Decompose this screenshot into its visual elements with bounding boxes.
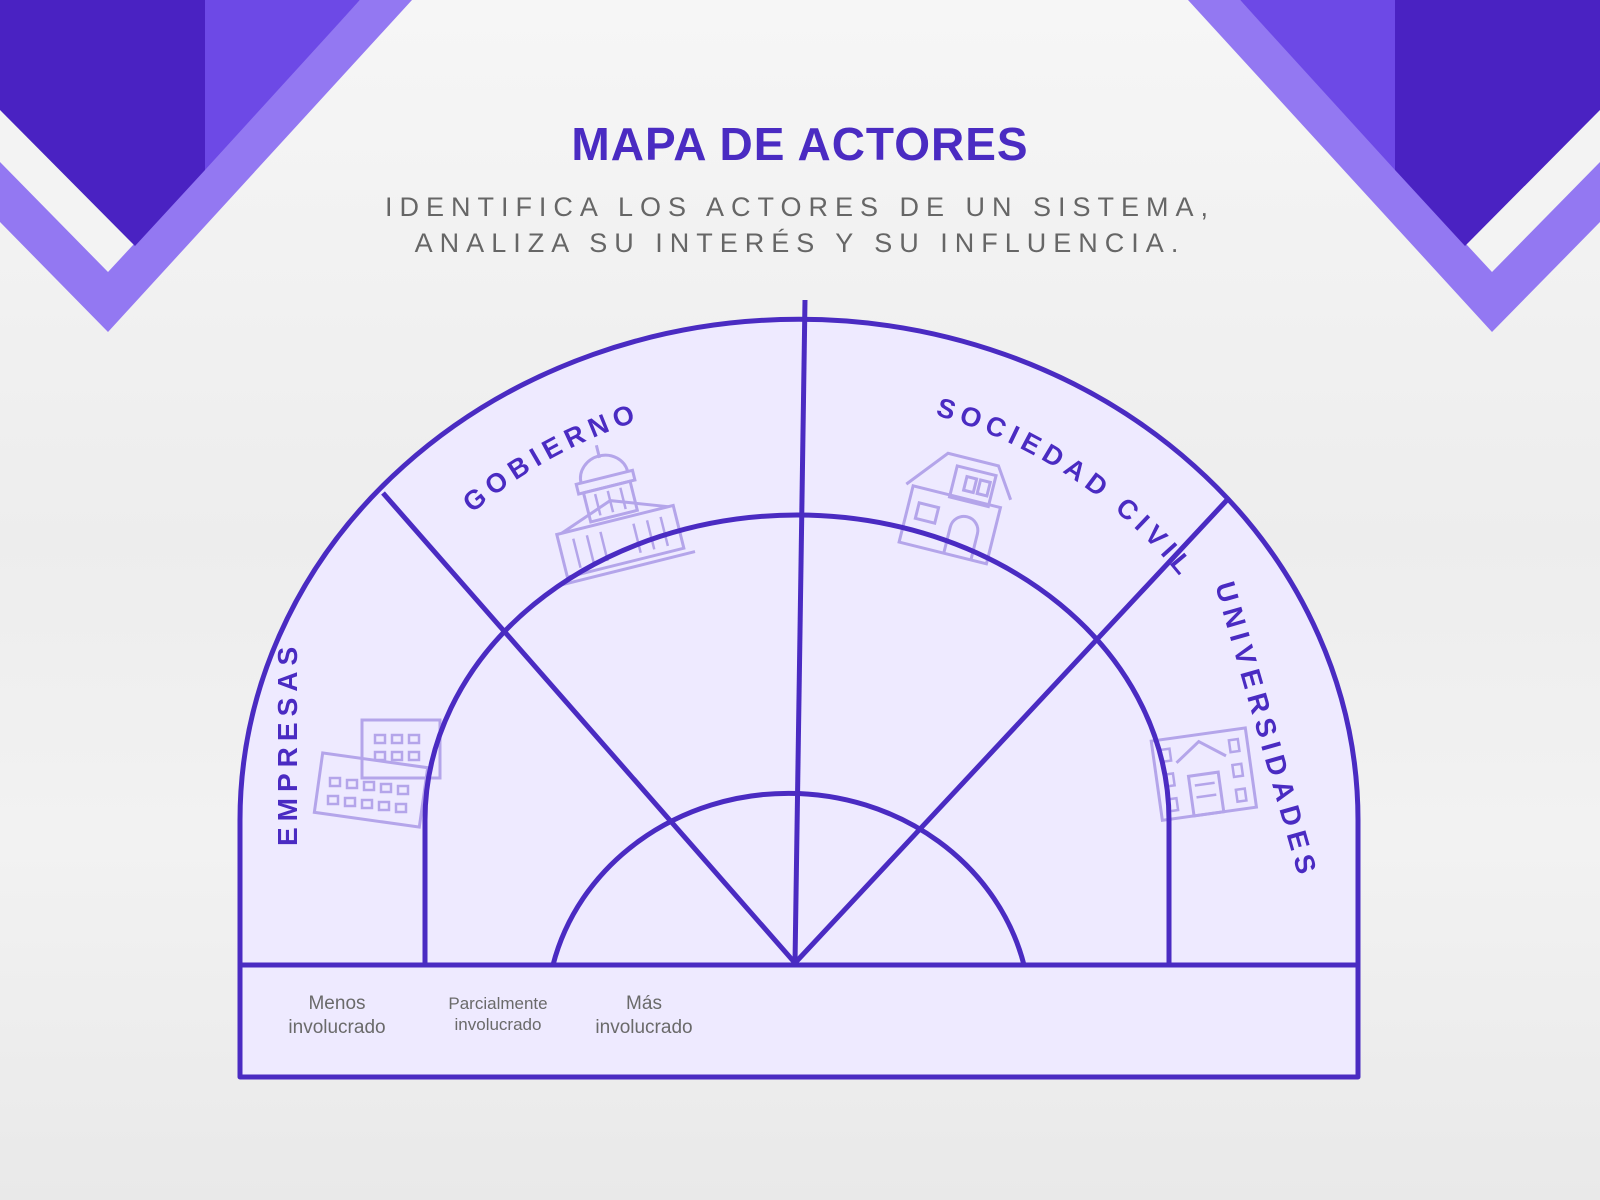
top-right-chevron: [1188, 0, 1600, 332]
house-icon: [897, 451, 1013, 566]
legend-label-outer: Menos involucrado: [262, 992, 412, 1040]
legend-outer-line-1: Menos: [308, 993, 366, 1014]
legend-label-middle: Parcialmente involucrado: [428, 993, 568, 1035]
divider-sociedad-universidades: [793, 498, 1229, 965]
legend-inner-line-1: Más: [626, 993, 662, 1014]
legend-band-fill: [240, 965, 1358, 1077]
page-title: MAPA DE ACTORES: [571, 118, 1029, 170]
subtitle-line-2: ANALIZA SU INTERÉS Y SU INFLUENCIA.: [414, 228, 1186, 258]
legend-inner-line-2: involucrado: [595, 1017, 693, 1038]
subtitle-line-1: IDENTIFICA LOS ACTORES DE UN SISTEMA,: [384, 192, 1216, 222]
university-building-icon: [1149, 726, 1259, 823]
legend-label-inner: Más involucrado: [574, 992, 714, 1040]
legend-middle-line-2: involucrado: [454, 1015, 542, 1034]
sector-label-empresas: EMPRESAS: [272, 641, 303, 846]
divider-gobierno-sociedad: [792, 299, 808, 964]
outer-arc: [237, 316, 1361, 965]
inner-arc: [550, 790, 1027, 966]
legend-outer-line-2: involucrado: [288, 1017, 386, 1038]
office-buildings-icon: [312, 718, 442, 829]
legend-middle-line-1: Parcialmente: [448, 994, 548, 1013]
legend-band: [237, 962, 1361, 1080]
middle-arc: [422, 512, 1172, 965]
top-left-chevron: [0, 0, 412, 332]
divider-empresas-gobierno: [381, 491, 797, 965]
